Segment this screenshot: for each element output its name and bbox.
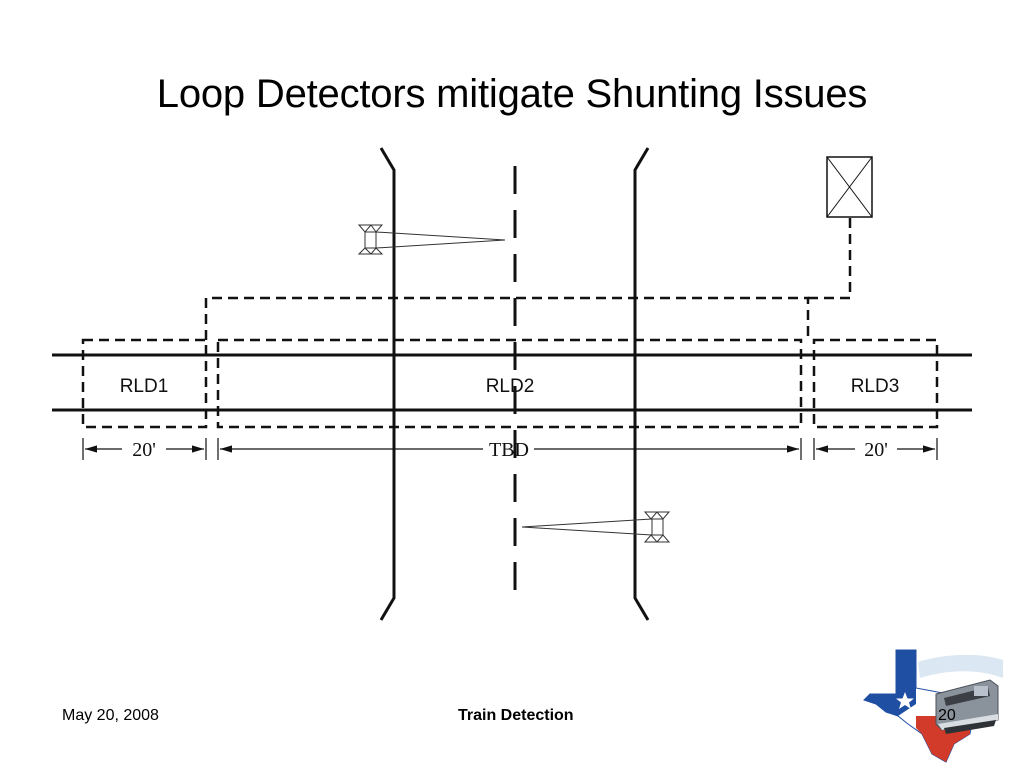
loop-rld2 <box>216 338 803 429</box>
road-edge-right <box>633 147 650 621</box>
loop-rld3 <box>812 338 939 429</box>
crossing-gate-bottom <box>521 511 671 543</box>
footer-date: May 20, 2008 <box>62 707 159 724</box>
dimension-ticks <box>82 438 938 460</box>
label-rld3: RLD3 <box>851 376 900 397</box>
loop-rld1 <box>81 338 208 429</box>
slide-title: Loop Detectors mitigate Shunting Issues <box>156 72 868 116</box>
dimension-rld2-text: TBD <box>489 439 529 461</box>
cabinet-wire <box>808 218 852 300</box>
page-number: 20 <box>938 707 956 724</box>
label-rld2: RLD2 <box>486 376 535 397</box>
texas-train-logo <box>863 649 1003 763</box>
locomotive-icon <box>935 679 999 734</box>
road-edge-left <box>379 147 396 621</box>
dimension-rld1-text: 20' <box>132 439 156 461</box>
lead-in-wire <box>204 296 810 340</box>
footer-title: Train Detection <box>458 707 574 724</box>
crossing-gate-top <box>357 224 506 255</box>
dimension-rld3-text: 20' <box>864 439 888 461</box>
detector-cabinet <box>826 156 873 218</box>
label-rld1: RLD1 <box>120 376 169 397</box>
